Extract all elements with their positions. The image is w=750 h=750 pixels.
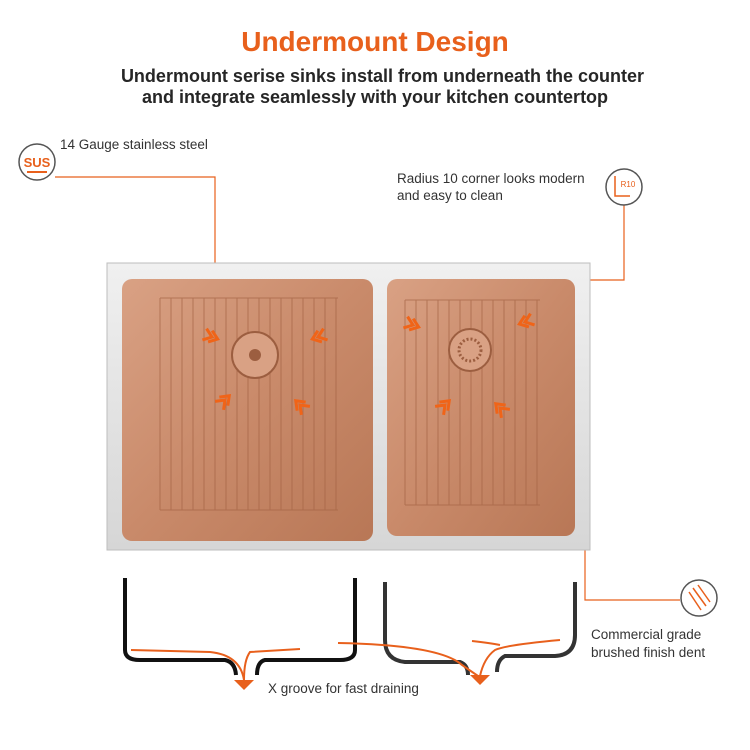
corner-callout-line-2: and easy to clean	[397, 188, 503, 203]
r10-corner-icon: R10	[605, 168, 643, 206]
arrow-chevron	[434, 398, 452, 416]
page-title: Undermount Design	[241, 26, 509, 57]
drain-arrows	[201, 312, 536, 419]
corner-callout-line-1: Radius 10 corner looks modern	[397, 171, 585, 186]
svg-text:SUS: SUS	[24, 155, 51, 170]
subtitle-line-2: and integrate seamlessly with your kitch…	[141, 87, 609, 107]
right-drain	[448, 328, 492, 372]
left-drain	[231, 331, 279, 379]
subtitle-line-1: Undermount serise sinks install from und…	[120, 66, 645, 86]
finish-callout-line-2: brushed finish dent	[591, 645, 706, 660]
arrow-chevron	[214, 393, 232, 411]
arrow-chevron	[493, 401, 511, 419]
groove-callout-text: X groove for fast draining	[268, 681, 419, 696]
arrow-chevron	[201, 327, 220, 344]
brushed-finish-icon	[680, 579, 718, 617]
right-basin	[387, 279, 575, 536]
arrow-chevron	[293, 398, 311, 416]
arrow-chevron	[402, 315, 421, 332]
drain-arrow-left	[234, 680, 254, 690]
drain-flow-lines	[130, 639, 561, 681]
steel-callout-text: 14 Gauge stainless steel	[60, 137, 208, 152]
sus-icon: SUS	[18, 143, 56, 181]
finish-callout-line-1: Commercial grade	[591, 627, 702, 642]
arrow-chevron	[517, 312, 536, 329]
drain-arrow-right	[470, 675, 490, 685]
arrow-chevron	[310, 327, 329, 344]
svg-text:R10: R10	[621, 180, 636, 189]
basin-profiles	[123, 578, 577, 676]
